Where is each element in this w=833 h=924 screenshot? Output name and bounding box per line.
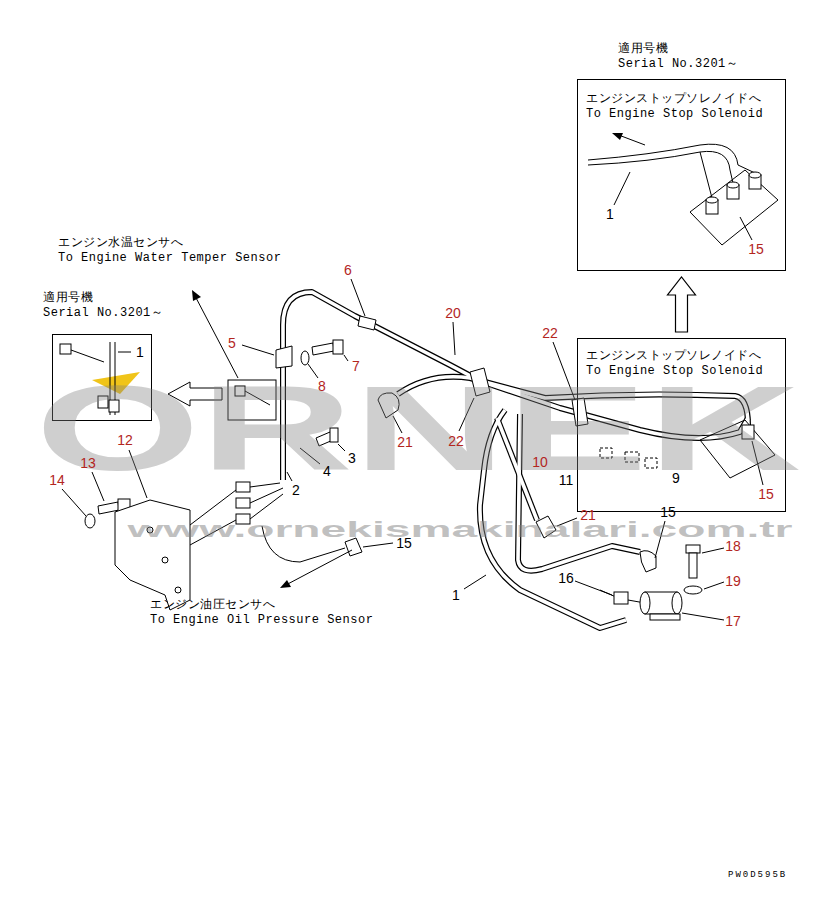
destination-note: エンジン水温センサへ To Engine Water Temper Sensor — [58, 236, 298, 266]
connector — [706, 197, 718, 203]
drawing-code: PW0D595B — [728, 870, 787, 880]
direction-arrow — [194, 294, 238, 378]
watermark: www.ornekismakinalari.com.tr — [127, 519, 792, 541]
bracket-plane — [690, 170, 778, 245]
callout-number: 9 — [672, 471, 680, 485]
callout-number: 5 — [228, 336, 236, 350]
callout-number: 21 — [580, 508, 596, 522]
serial-heading: 適用号機 Serial No.3201～ — [618, 42, 753, 72]
callout-number: 22 — [542, 326, 558, 340]
clamp — [276, 346, 292, 368]
callout-number: 14 — [49, 473, 65, 487]
callout-number: 6 — [344, 263, 352, 277]
washer — [684, 586, 702, 594]
solenoid-bracket — [650, 614, 680, 620]
callout-number: 1 — [606, 207, 614, 221]
callout-number: 15 — [396, 536, 412, 550]
bracket — [115, 500, 190, 610]
washer — [85, 514, 95, 528]
direction-arrow — [284, 550, 352, 586]
clamp — [358, 316, 376, 330]
callout-number: 8 — [318, 379, 326, 393]
washer — [301, 351, 309, 365]
callout-number: 7 — [352, 359, 360, 373]
callout-number: 15 — [758, 487, 774, 501]
bracket-hole — [162, 557, 168, 563]
bolt — [689, 553, 697, 578]
bolt — [312, 343, 334, 355]
connector — [749, 172, 761, 178]
connector — [727, 182, 739, 188]
callout-number: 11 — [559, 473, 574, 487]
solenoid-wire — [600, 590, 645, 603]
destination-note: エンジンストップソレノイドへ To Engine Stop Solenoid — [586, 92, 781, 122]
callout-number: 18 — [725, 539, 741, 553]
callout-number: 4 — [323, 464, 331, 478]
connector-wire — [250, 483, 283, 519]
arrowhead — [280, 580, 291, 588]
solenoid — [640, 592, 650, 614]
connector — [60, 344, 71, 354]
callout-number: 1 — [452, 588, 460, 602]
callout-number: 16 — [558, 571, 574, 585]
callout-number: 2 — [292, 483, 300, 497]
arrowhead — [192, 290, 201, 301]
callout-number: 15 — [748, 242, 764, 256]
callout-number: 12 — [117, 433, 133, 447]
wire — [700, 152, 755, 198]
callout-number: 3 — [348, 451, 356, 465]
solenoid — [672, 592, 682, 614]
watermark: ORNEK — [35, 368, 801, 488]
connector — [236, 498, 250, 508]
callout-number: 20 — [445, 306, 461, 320]
bolt — [686, 545, 700, 553]
bracket-hole — [175, 587, 181, 593]
destination-note: エンジン油圧センサへ To Engine Oil Pressure Sensor — [150, 598, 390, 628]
callout-number: 1 — [136, 345, 144, 359]
arrowhead — [612, 133, 623, 140]
callout-number: 10 — [532, 455, 548, 469]
connector — [614, 592, 628, 604]
callout-number: 19 — [725, 574, 741, 588]
callout-number: 21 — [397, 435, 413, 449]
block-arrow — [668, 277, 696, 332]
bolt — [333, 340, 343, 354]
serial-heading: 適用号機 Serial No.3201～ — [43, 291, 178, 321]
wire — [588, 144, 738, 170]
callout-number: 13 — [80, 456, 96, 470]
callout-number: 22 — [448, 434, 464, 448]
callout-number: 17 — [725, 614, 741, 628]
callout-number: 15 — [660, 505, 676, 519]
connector — [640, 551, 656, 572]
